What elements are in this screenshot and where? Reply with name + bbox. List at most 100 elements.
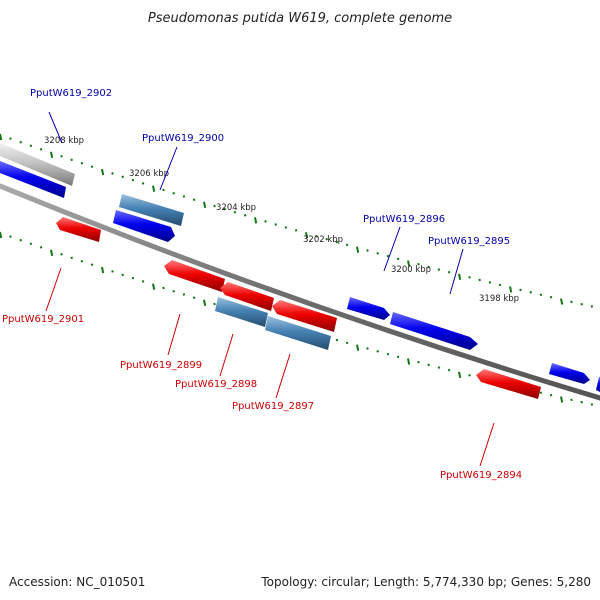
minor-tick (19, 238, 22, 242)
minor-tick (162, 286, 165, 290)
minor-tick (386, 254, 390, 258)
gene-arrow-2897[interactable] (272, 300, 337, 332)
minor-tick (233, 210, 237, 214)
minor-tick (294, 229, 298, 232)
minor-tick (417, 360, 420, 364)
major-tick (356, 246, 360, 253)
minor-tick (345, 243, 349, 247)
minor-tick (39, 246, 43, 249)
gene-label-2896[interactable]: PputW619_2896 (363, 214, 445, 225)
gene-arrow-2902-partial[interactable] (0, 161, 66, 198)
minor-tick (192, 296, 196, 299)
major-tick (101, 168, 105, 176)
kbp-label: 3208 kbp (44, 136, 84, 146)
kbp-label: 3206 kbp (129, 169, 169, 179)
gene-label-2898[interactable]: PputW619_2898 (175, 379, 257, 390)
gene-arrow-2893[interactable] (549, 363, 590, 384)
major-tick (458, 273, 462, 280)
minor-tick (447, 270, 451, 274)
kbp-label: 3200 kbp (391, 265, 431, 275)
minor-tick (478, 278, 481, 282)
major-tick (0, 231, 3, 239)
minor-tick (376, 252, 379, 255)
minor-tick (335, 338, 339, 342)
gene-label-2899[interactable]: PputW619_2899 (120, 360, 202, 371)
major-tick (152, 283, 156, 290)
gene-label-2902[interactable]: PputW619_2902 (30, 88, 112, 99)
minor-tick (488, 281, 492, 284)
major-tick (458, 371, 462, 378)
minor-tick (437, 366, 441, 369)
minor-tick (539, 293, 543, 297)
major-tick (0, 133, 3, 141)
gene-arrow-2899[interactable] (164, 260, 225, 292)
minor-tick (437, 268, 441, 271)
minor-tick (141, 182, 145, 185)
minor-tick (70, 256, 73, 260)
gene-label-2895[interactable]: PputW619_2895 (428, 236, 510, 247)
minor-tick (447, 368, 451, 372)
gene-arrow-edge[interactable] (596, 377, 600, 392)
kbp-label: 3202 kbp (303, 235, 343, 245)
minor-tick (539, 391, 543, 395)
minor-tick (121, 273, 124, 277)
minor-tick (9, 235, 12, 238)
gene-arrow-2897b[interactable] (265, 316, 331, 350)
minor-tick (39, 148, 43, 151)
minor-tick (315, 234, 318, 238)
minor-tick (90, 263, 94, 266)
minor-tick (141, 280, 145, 283)
minor-tick (284, 226, 288, 229)
gene-arrow-2898[interactable] (215, 297, 268, 327)
forward-strand-genes (0, 143, 600, 392)
gene-label-2894[interactable]: PputW619_2894 (440, 470, 522, 481)
gene-arrow-2899b[interactable] (113, 210, 175, 242)
minor-tick (182, 195, 186, 198)
major-tick (203, 201, 207, 209)
gene-label-2901[interactable]: PputW619_2901 (2, 314, 84, 325)
gene-arrow-2898r[interactable] (220, 282, 274, 311)
minor-tick (529, 291, 532, 294)
gene-arrow-2901[interactable] (56, 217, 101, 242)
minor-tick (9, 137, 12, 140)
gene-arrow-2895[interactable] (390, 312, 478, 350)
major-tick (50, 151, 54, 159)
minor-tick (243, 214, 247, 217)
minor-tick (162, 188, 165, 192)
minor-tick (590, 305, 594, 308)
gene-arrow-2900[interactable] (119, 194, 184, 226)
minor-tick (29, 144, 33, 148)
minor-tick (80, 259, 84, 263)
minor-tick (427, 363, 430, 367)
minor-tick (590, 403, 594, 406)
minor-tick (580, 302, 583, 306)
minor-tick (396, 355, 400, 359)
minor-tick (498, 283, 502, 287)
minor-tick (519, 288, 522, 292)
minor-tick (468, 276, 471, 279)
minor-tick (549, 393, 553, 397)
minor-tick (345, 341, 349, 345)
reverse-strand-genes (56, 217, 541, 399)
major-tick (407, 358, 411, 365)
major-tick (254, 217, 258, 224)
minor-tick (376, 350, 379, 353)
minor-tick (213, 204, 216, 208)
gene-arrow-2894[interactable] (476, 369, 541, 399)
minor-tick (60, 253, 63, 256)
minor-tick (325, 237, 328, 241)
minor-tick (111, 270, 114, 273)
minor-tick (213, 302, 216, 306)
gene-label-2897[interactable]: PputW619_2897 (232, 401, 314, 412)
minor-tick (172, 191, 175, 195)
minor-tick (172, 289, 175, 293)
major-tick (101, 266, 105, 274)
genome-backbone (0, 183, 600, 401)
genome-summary-text: Topology: circular; Length: 5,774,330 bp… (260, 575, 591, 589)
gene-label-2900[interactable]: PputW619_2900 (142, 133, 224, 144)
major-tick (305, 232, 309, 239)
major-tick (356, 344, 360, 351)
minor-tick (80, 161, 84, 165)
gene-arrow-2896[interactable] (347, 297, 390, 320)
gene-arrow-gray-2902[interactable] (0, 143, 75, 186)
